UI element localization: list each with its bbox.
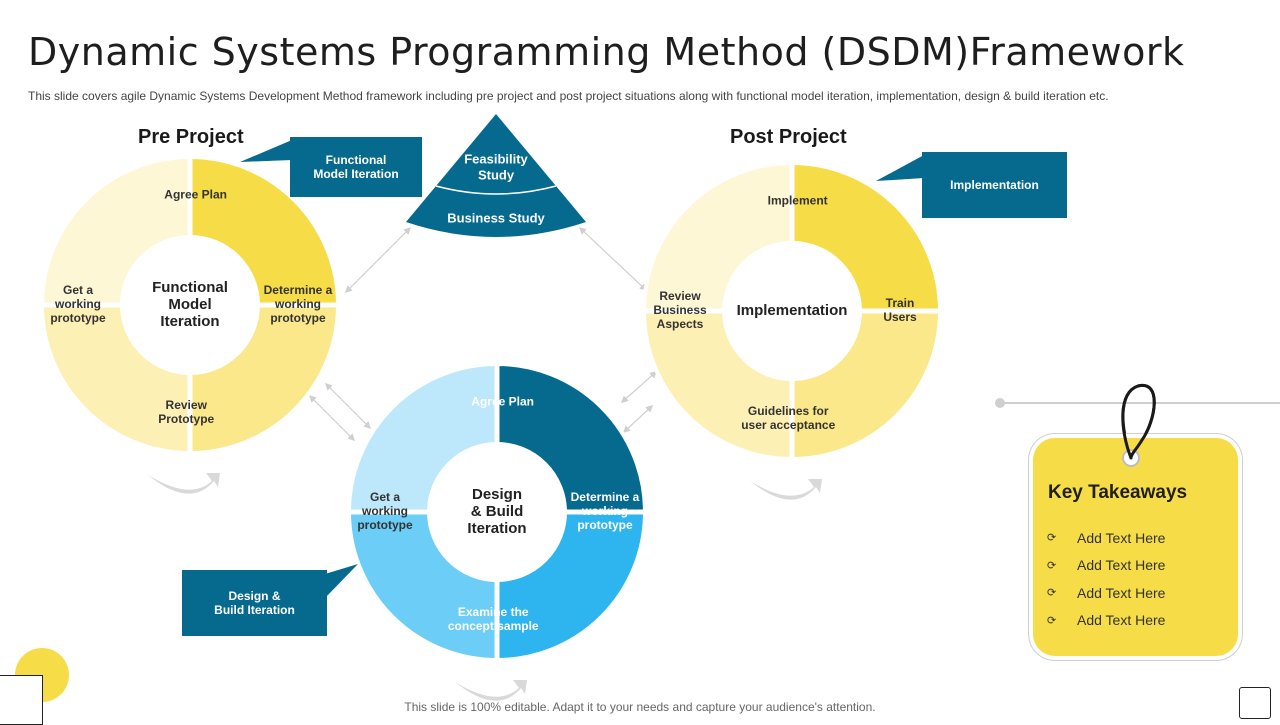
list-item: ⟳ Add Text Here bbox=[1047, 524, 1165, 552]
segment-label: Review bbox=[659, 289, 701, 303]
key-takeaways-list: ⟳ Add Text Here ⟳ Add Text Here ⟳ Add Text … bbox=[1047, 524, 1165, 634]
page-title: Dynamic Systems Programming Method (DSDM… bbox=[28, 30, 1185, 74]
cycle-center-label: Functional bbox=[152, 279, 228, 296]
segment-label: Determine a bbox=[571, 490, 640, 504]
callout-line: Implementation bbox=[950, 178, 1039, 192]
segment-label: Agree Plan bbox=[164, 187, 227, 201]
post-project-heading: Post Project bbox=[730, 126, 847, 148]
feasibility-shape bbox=[406, 114, 586, 237]
rail-dot bbox=[995, 398, 1005, 408]
segment-label: Examine the bbox=[458, 605, 529, 619]
segment-label: Users bbox=[883, 310, 917, 324]
feasibility-divider bbox=[435, 185, 557, 195]
feasibility-label: Feasibility bbox=[464, 151, 528, 166]
curved-arrow-icon bbox=[455, 680, 527, 701]
list-item: ⟳ Add Text Here bbox=[1047, 607, 1165, 635]
corner-frame-right bbox=[1239, 687, 1271, 719]
segment-label: prototype bbox=[357, 518, 413, 532]
segment-label: Business bbox=[653, 303, 707, 317]
curved-arrow-icon bbox=[148, 473, 220, 494]
takeaway-text: Add Text Here bbox=[1077, 557, 1166, 574]
segment-label: prototype bbox=[50, 311, 106, 325]
design-build-callout: Design &Build Iteration bbox=[182, 570, 327, 636]
business-study-label: Business Study bbox=[447, 210, 545, 225]
cycle-center-label: Iteration bbox=[160, 313, 219, 330]
callout-tail bbox=[325, 564, 358, 598]
connector-arrow bbox=[344, 226, 412, 294]
cycle-center bbox=[429, 444, 565, 580]
takeaway-text: Add Text Here bbox=[1077, 584, 1166, 601]
callout-tail bbox=[240, 140, 292, 162]
segment-label: Review bbox=[166, 398, 208, 412]
segment-label: Train bbox=[886, 296, 915, 310]
segment-label: concept sample bbox=[448, 619, 539, 633]
callout-tails bbox=[240, 140, 924, 598]
segment-label: Prototype bbox=[158, 412, 214, 426]
post-project-cycle: Implementation ImplementTrainUsersGuideli… bbox=[641, 160, 943, 500]
bullet-icon: ⟳ bbox=[1047, 587, 1057, 600]
cycle-center-label: Design bbox=[472, 486, 522, 503]
cycle-center-label: Model bbox=[168, 296, 211, 313]
segment-label: Determine a bbox=[264, 283, 333, 297]
callout-line: Functional bbox=[325, 153, 387, 167]
implementation-callout: Implementation bbox=[922, 152, 1067, 218]
takeaway-text: Add Text Here bbox=[1077, 529, 1166, 546]
segment-label: Guidelines for bbox=[748, 404, 829, 418]
callout-line: Model Iteration bbox=[313, 167, 399, 181]
callout-line: Design & bbox=[228, 589, 281, 603]
list-item: ⟳ Add Text Here bbox=[1047, 552, 1165, 580]
connector-arrow bbox=[622, 405, 654, 433]
cycle-center-label: & Build bbox=[471, 503, 524, 520]
pre-project-heading: Pre Project bbox=[138, 126, 244, 148]
connector-arrow bbox=[620, 371, 658, 403]
bullet-icon: ⟳ bbox=[1047, 559, 1057, 572]
segment-label: working bbox=[581, 504, 628, 518]
segment-label: Implement bbox=[768, 193, 828, 207]
tag-hole-icon bbox=[1122, 449, 1140, 467]
segment-label: Aspects bbox=[657, 317, 704, 331]
page-subtitle: This slide covers agile Dynamic Systems … bbox=[28, 89, 1109, 103]
bullet-icon: ⟳ bbox=[1047, 532, 1057, 545]
segment-label: prototype bbox=[577, 518, 633, 532]
segment-label: Agree Plan bbox=[471, 394, 534, 408]
key-takeaways-title: Key Takeaways bbox=[1048, 482, 1188, 503]
callout-line: Build Iteration bbox=[214, 603, 295, 617]
cycle-center-label: Iteration bbox=[467, 520, 526, 537]
connector-arrow bbox=[324, 382, 372, 430]
key-takeaways-card: Key Takeaways ⟳ Add Text Here ⟳ Add Text H… bbox=[1033, 438, 1238, 656]
cycle-center-label: Implementation bbox=[737, 302, 848, 319]
segment-label: Get a bbox=[63, 283, 93, 297]
connector-arrow bbox=[308, 394, 356, 442]
cycle-center bbox=[122, 237, 258, 373]
segment-label: prototype bbox=[270, 311, 326, 325]
connector-arrow bbox=[578, 227, 648, 291]
bullet-icon: ⟳ bbox=[1047, 614, 1057, 627]
list-item: ⟳ Add Text Here bbox=[1047, 579, 1165, 607]
segment-label: working bbox=[54, 297, 101, 311]
callout-tail bbox=[876, 155, 924, 181]
segment-label: working bbox=[361, 504, 408, 518]
curved-arrow-icon bbox=[750, 479, 822, 500]
feasibility-label: Study bbox=[478, 167, 515, 182]
segment-label: Get a bbox=[370, 490, 400, 504]
footer-note: This slide is 100% editable. Adapt it to… bbox=[404, 700, 876, 714]
cycle-center bbox=[724, 243, 860, 379]
segment-label: user acceptance bbox=[741, 418, 835, 432]
segment-label: working bbox=[274, 297, 321, 311]
takeaway-text: Add Text Here bbox=[1077, 612, 1166, 629]
